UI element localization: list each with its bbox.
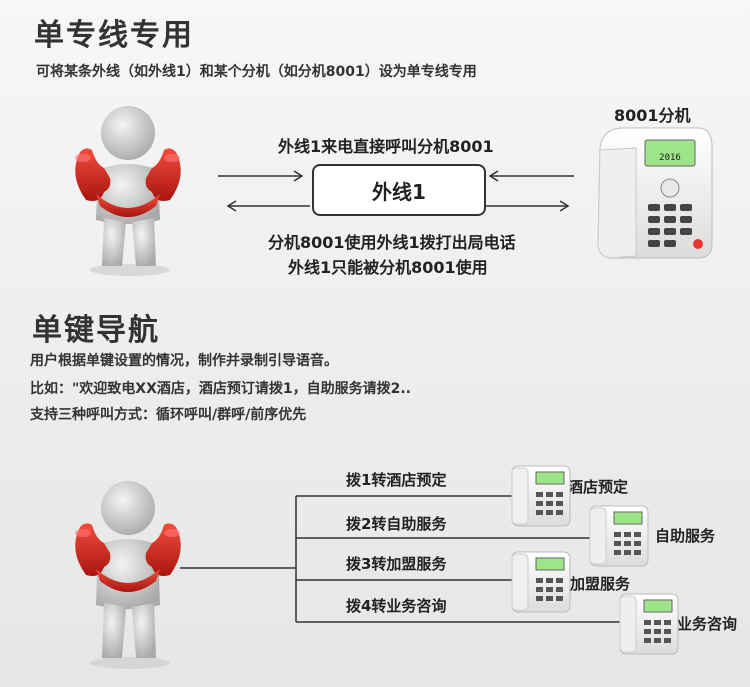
branch-dest-4: 业务咨询 — [677, 615, 738, 633]
bottom-caption-1: 分机8001使用外线1拨打出局电话 — [268, 233, 516, 252]
bottom-caption-2: 外线1只能被分机8001使用 — [288, 258, 488, 277]
section2-desc-1: 用户根据单键设置的情况，制作并录制引导语音。 — [30, 353, 338, 369]
branch-dest-1: 酒店预定 — [568, 478, 629, 496]
section1-title: 单专线专用 — [34, 18, 194, 53]
arrows-section1 — [218, 170, 574, 212]
small-phone-3 — [511, 551, 571, 613]
branch-lines — [180, 495, 620, 623]
person-figure-2 — [75, 481, 181, 669]
small-phone-2 — [589, 505, 649, 567]
phone-screen-text: 2016 — [659, 153, 681, 163]
person-figure-1 — [75, 106, 181, 276]
line-box-label: 外线1 — [372, 179, 426, 204]
branch-key-2: 拨2转自助服务 — [346, 515, 447, 533]
section2-desc-3: 支持三种呼叫方式：循环呼叫/群呼/前序优先 — [30, 407, 307, 423]
phone-label: 8001分机 — [614, 106, 691, 125]
line-box: 外线1 — [312, 164, 486, 216]
section1-desc: 可将某条外线（如外线1）和某个分机（如分机8001）设为单专线专用 — [36, 64, 477, 80]
branch-key-3: 拨3转加盟服务 — [346, 555, 447, 573]
branch-dest-3: 加盟服务 — [570, 575, 631, 593]
branch-key-4: 拨4转业务咨询 — [346, 597, 447, 615]
section2-title: 单键导航 — [32, 313, 160, 348]
desk-phone-8001: 2016 — [597, 127, 713, 259]
branch-key-1: 拨1转酒店预定 — [346, 471, 447, 489]
branch-dest-2: 自助服务 — [655, 527, 716, 545]
small-phone-4 — [619, 593, 679, 655]
small-phone-1 — [511, 465, 571, 527]
top-caption: 外线1来电直接呼叫分机8001 — [278, 137, 494, 156]
section2-desc-2: 比如："欢迎致电XX酒店，酒店预订请拨1，自助服务请拨2.. — [30, 381, 411, 397]
